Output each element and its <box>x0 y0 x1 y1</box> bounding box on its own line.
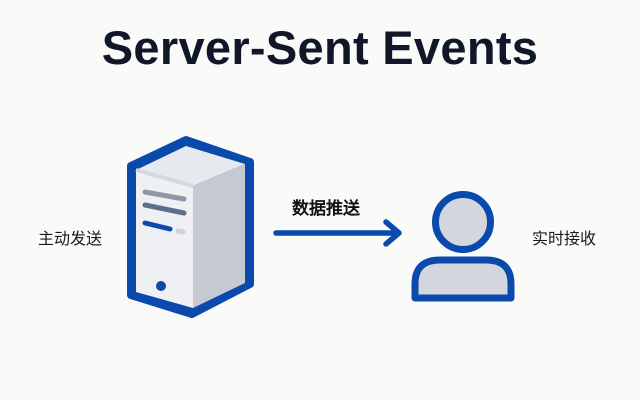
power-indicator <box>156 281 166 291</box>
server-label: 主动发送 <box>38 229 103 248</box>
diagram-title: Server-Sent Events <box>101 21 539 74</box>
server-slot-2 <box>142 202 187 216</box>
client-label: 实时接收 <box>532 229 597 248</box>
arrow-right-icon <box>273 219 402 247</box>
server-slot-active <box>142 220 173 232</box>
server-led <box>175 228 186 235</box>
server-tower-icon <box>127 136 254 318</box>
server-slot-1 <box>142 189 187 202</box>
user-icon <box>411 191 515 302</box>
arrow-label: 数据推送 <box>292 199 360 219</box>
